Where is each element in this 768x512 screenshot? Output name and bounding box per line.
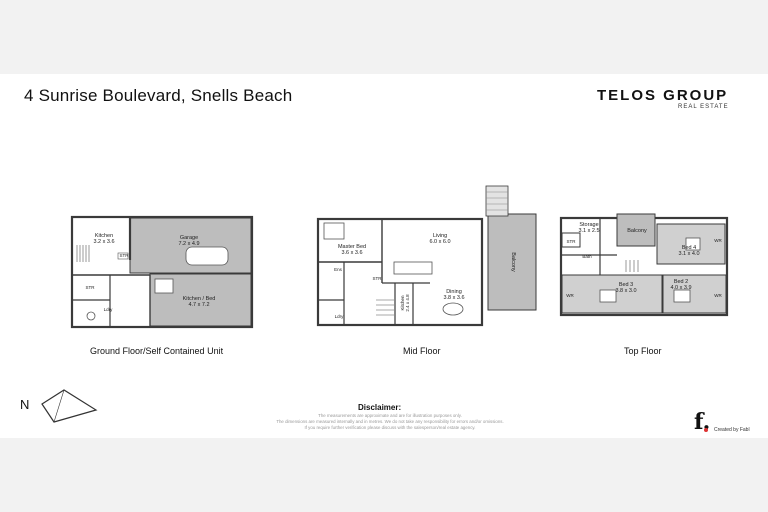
room-name: Ens — [334, 267, 343, 272]
bed-icon — [673, 289, 691, 303]
bed-icon — [599, 289, 617, 303]
room-name: STR — [120, 253, 130, 258]
room-name: Balcony — [510, 252, 516, 272]
room-name: WR — [714, 293, 722, 298]
compass-label: N — [20, 397, 29, 412]
room-name: WR — [714, 238, 722, 243]
room-name: STR — [86, 285, 96, 290]
room-dims: 3.8 x 3.6 — [443, 295, 464, 301]
car-icon — [185, 246, 229, 266]
room-name: Ldry — [335, 314, 345, 319]
room-name: WR — [566, 293, 574, 298]
top-floor-plan — [559, 213, 729, 317]
disclaimer-line: The measurements are approximate and are… — [318, 413, 462, 418]
floor-label-mid: Mid Floor — [403, 346, 441, 356]
bed-icon — [154, 278, 174, 294]
mid-floor-plan — [316, 185, 537, 327]
property-address: 4 Sunrise Boulevard, Snells Beach — [24, 86, 293, 105]
floor-plans: Kitchen 3.2 x 3.6 Garage 7.2 x 4.9 Kitch… — [70, 185, 729, 329]
disclaimer-title: Disclaimer: — [358, 403, 402, 412]
disclaimer-line: If you require further verification plea… — [304, 425, 476, 430]
room-name: Bed 4 — [682, 245, 696, 251]
room-dims: 3.6 x 3.6 — [341, 250, 362, 256]
room-name: STR — [373, 276, 383, 281]
agency-logo-subtitle: REAL ESTATE — [678, 104, 729, 110]
agency-logo: TELOS GROUP — [597, 87, 729, 104]
created-by-text: Created by Fabl — [714, 427, 750, 433]
room-name: Master Bed — [338, 244, 366, 250]
room-name: Bed 3 — [619, 282, 633, 288]
room-name: Kitchen / Bed — [183, 296, 216, 302]
sofa-icon — [393, 261, 433, 275]
balcony-top — [616, 213, 656, 247]
room-dims: 7.2 x 4.9 — [178, 241, 199, 247]
fabl-logo: f. — [694, 409, 711, 435]
fabl-logo-dot — [704, 428, 708, 432]
room-dims: 2.4 x 4.8 — [405, 294, 410, 312]
room-name: Dining — [446, 289, 462, 295]
room-dims: 3.1 x 4.0 — [678, 251, 699, 257]
room-dims: 3.2 x 3.6 — [93, 239, 114, 245]
ground-floor-plan — [70, 215, 254, 329]
room-dims: 3.1 x 2.5 — [578, 228, 599, 234]
room-name: Storage — [579, 222, 598, 228]
room-name: Ldry — [104, 307, 114, 312]
room-name: Kitchen — [400, 295, 405, 311]
compass-icon: N — [20, 389, 98, 423]
room-name: Bath — [582, 254, 592, 259]
external-stairs — [485, 185, 509, 217]
room-dims: 4.0 x 3.9 — [670, 285, 691, 291]
toilet-icon — [86, 311, 96, 321]
room-name: Garage — [180, 235, 198, 241]
floor-label-ground: Ground Floor/Self Contained Unit — [90, 346, 224, 356]
room-name: Living — [433, 233, 447, 239]
room-name: STR — [567, 239, 577, 244]
room-dims: 6.0 x 6.0 — [429, 239, 450, 245]
balcony-mid — [487, 213, 537, 311]
room-name: Bed 2 — [674, 279, 688, 285]
top-band — [0, 0, 768, 74]
floor-label-top: Top Floor — [624, 346, 662, 356]
dining-table-icon — [442, 302, 464, 316]
bed-icon — [323, 222, 345, 240]
room-name: Kitchen — [95, 233, 113, 239]
bottom-band — [0, 438, 768, 512]
bed-icon — [685, 237, 701, 251]
disclaimer-line: The dimensions are measured internally a… — [276, 419, 504, 424]
room-name: Balcony — [627, 228, 647, 234]
room-dims: 3.8 x 3.0 — [615, 288, 636, 294]
room-dims: 4.7 x 7.2 — [188, 302, 209, 308]
bed2-room — [662, 274, 727, 314]
